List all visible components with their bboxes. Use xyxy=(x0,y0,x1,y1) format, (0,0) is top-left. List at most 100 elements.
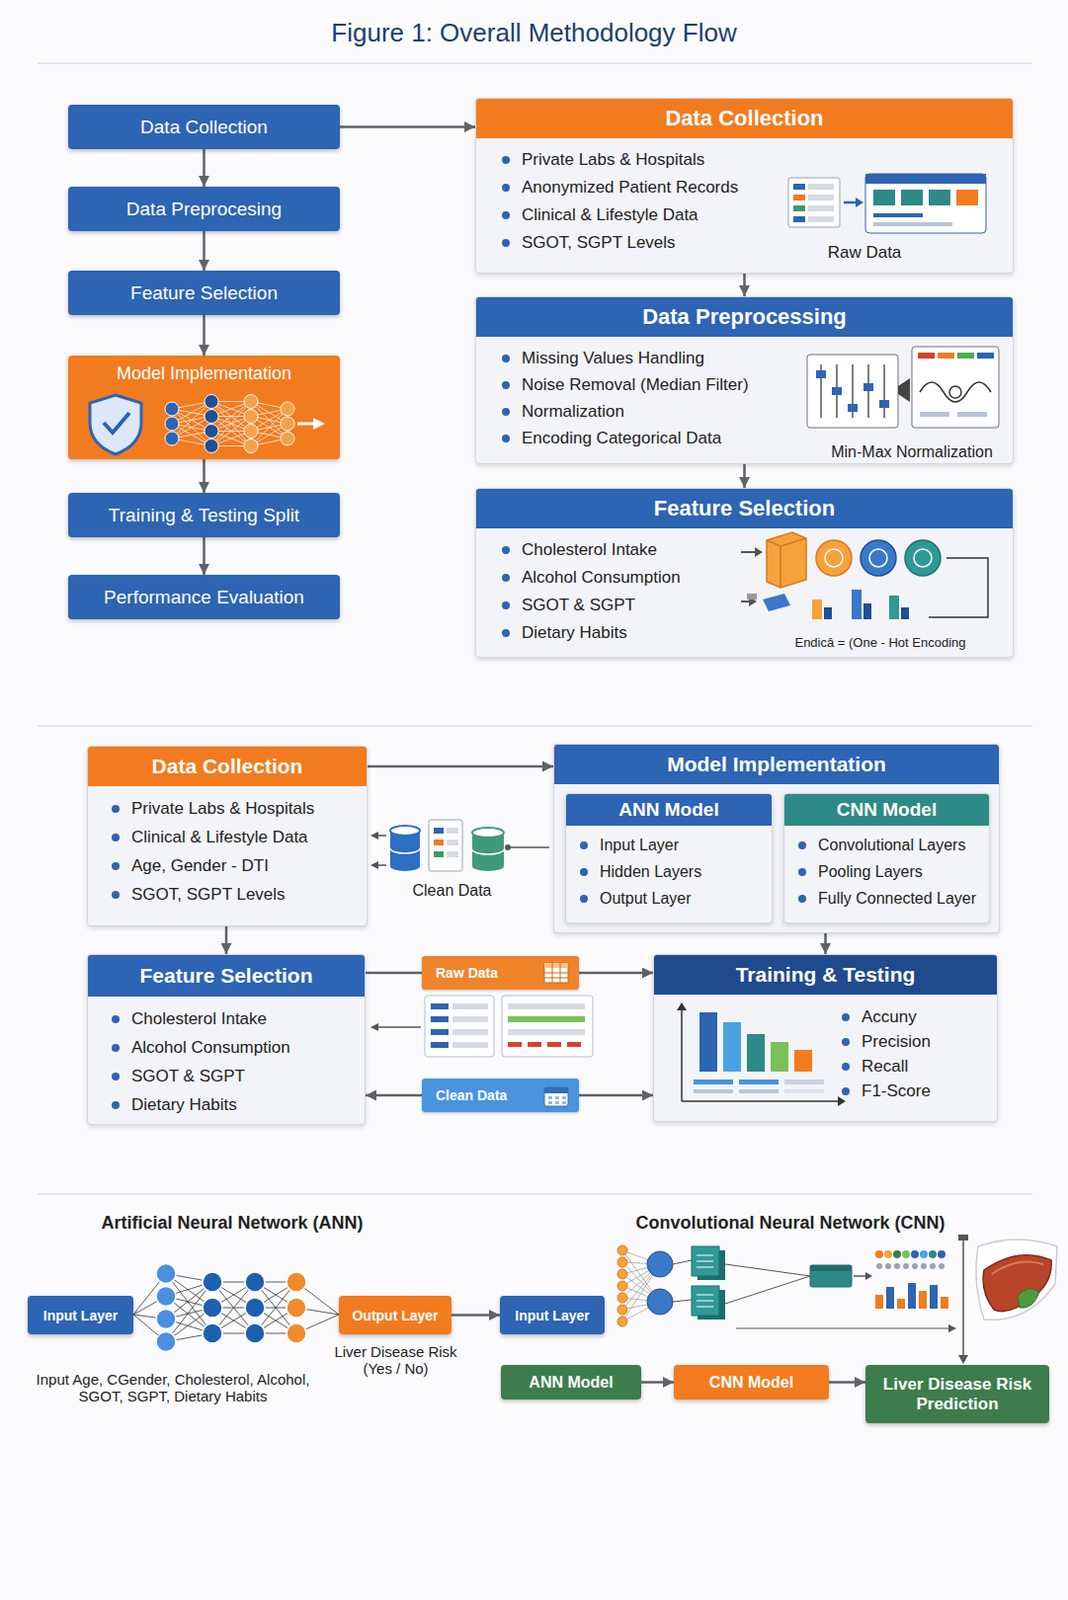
stroke xyxy=(370,1023,379,1032)
shape xyxy=(691,1286,720,1316)
dot xyxy=(280,416,295,431)
bullet-item: Noise Removal (Median Filter) xyxy=(521,371,1013,399)
panel-heading: Feature Selection xyxy=(476,489,1013,529)
panel-box: Feature SelectionCholesterol IntakeAlcoh… xyxy=(475,488,1014,658)
shape xyxy=(547,1042,562,1048)
dot xyxy=(928,1250,937,1259)
dot xyxy=(156,1332,176,1353)
panel-box: ANN ModelInput LayerHidden LayersOutput … xyxy=(565,793,773,924)
dot xyxy=(647,1289,673,1315)
box-label: ANN Model xyxy=(528,1374,613,1393)
bullet-item: Cholesterol Intake xyxy=(131,1004,365,1034)
metrics-chart xyxy=(671,1002,852,1118)
free-label: Artificial Neural Network (ANN) xyxy=(59,1213,406,1234)
shape xyxy=(863,383,874,392)
shape xyxy=(957,411,987,417)
stroke xyxy=(211,402,251,447)
shape xyxy=(544,1087,569,1107)
shape xyxy=(873,222,953,227)
stroke xyxy=(696,1255,714,1268)
dot xyxy=(938,1263,945,1270)
dot xyxy=(929,1263,936,1270)
table-icon xyxy=(544,963,569,984)
process-box: Liver Disease Risk Prediction xyxy=(865,1365,1050,1424)
dot xyxy=(244,410,258,424)
panel-heading: Model Implementation xyxy=(554,744,999,785)
figure-title: Figure 1: Overall Methodology Flow xyxy=(0,17,1068,49)
shape xyxy=(723,1022,741,1072)
shape xyxy=(544,1087,569,1094)
flow-arrow xyxy=(202,231,206,271)
dot xyxy=(910,1250,919,1259)
shape xyxy=(428,820,463,872)
stroke xyxy=(948,1324,957,1333)
stroke xyxy=(377,864,387,867)
dot xyxy=(894,1263,901,1270)
stroke xyxy=(507,846,550,849)
dot xyxy=(913,549,932,568)
bullet-item: Private Labs & Hospitals xyxy=(521,146,1013,174)
stroke xyxy=(991,1262,1044,1275)
shape xyxy=(879,400,890,409)
dot xyxy=(617,1269,628,1280)
dot xyxy=(280,402,295,416)
shape xyxy=(793,183,806,190)
calendar-icon xyxy=(544,1084,569,1107)
stroke xyxy=(754,547,763,558)
stroke xyxy=(89,395,142,455)
panel-heading: CNN Model xyxy=(784,794,989,826)
dot xyxy=(869,549,888,568)
shape xyxy=(555,1101,560,1105)
encoding-icon xyxy=(740,530,1000,630)
shape xyxy=(548,1096,553,1100)
stroke xyxy=(676,1002,687,1011)
shape xyxy=(446,827,459,834)
shape xyxy=(808,183,834,190)
process-box: Model Implementation xyxy=(68,355,340,460)
dot xyxy=(816,540,852,576)
shape xyxy=(784,1089,824,1094)
process-box: Performance Evaluation xyxy=(68,575,340,620)
shape xyxy=(746,1034,765,1072)
dot xyxy=(860,540,897,576)
stroke xyxy=(898,378,910,403)
shape xyxy=(693,1089,734,1094)
process-box: Feature Selection xyxy=(68,270,340,316)
bullet-item: SGOT, SGPT Levels xyxy=(131,880,367,909)
dot xyxy=(286,1323,307,1344)
shape xyxy=(812,599,822,620)
shape xyxy=(793,194,806,201)
box-label: Input Layer xyxy=(514,1308,589,1324)
process-box: Input Layer xyxy=(27,1296,134,1335)
shape xyxy=(897,1299,905,1310)
free-label: Clean Data xyxy=(390,882,514,901)
process-box: CNN Model xyxy=(673,1365,829,1400)
shape xyxy=(562,1101,567,1105)
dot xyxy=(204,410,219,424)
dot xyxy=(617,1281,628,1292)
process-box: Input Layer xyxy=(499,1296,605,1335)
process-box: Data Collection xyxy=(68,104,340,150)
stroke xyxy=(983,1255,1052,1313)
shape xyxy=(977,352,994,359)
dot xyxy=(244,395,258,410)
icon-caption: Endicâ = (One - Hot Encoding xyxy=(794,635,966,651)
shape xyxy=(784,1079,824,1085)
flow-arrow xyxy=(742,273,746,297)
flow-arrow xyxy=(828,1381,866,1385)
cylinder-top xyxy=(472,827,504,838)
shape xyxy=(907,1283,916,1310)
shape xyxy=(919,411,950,417)
bullet-item: SGOT, SGPT Levels xyxy=(521,229,1013,257)
stroke xyxy=(766,532,807,588)
shape xyxy=(770,1042,789,1072)
shape xyxy=(693,1079,734,1085)
shape xyxy=(808,194,834,201)
process-box: Data Preprocesing xyxy=(68,186,340,232)
dot xyxy=(286,1298,307,1318)
flow-arrow xyxy=(365,1094,422,1098)
free-label: Convolutional Neural Network (CNN) xyxy=(582,1213,998,1234)
bullet-item: Dietary Habits xyxy=(131,1090,365,1120)
bullet-item: Recall xyxy=(861,1054,997,1079)
shape xyxy=(956,189,979,206)
